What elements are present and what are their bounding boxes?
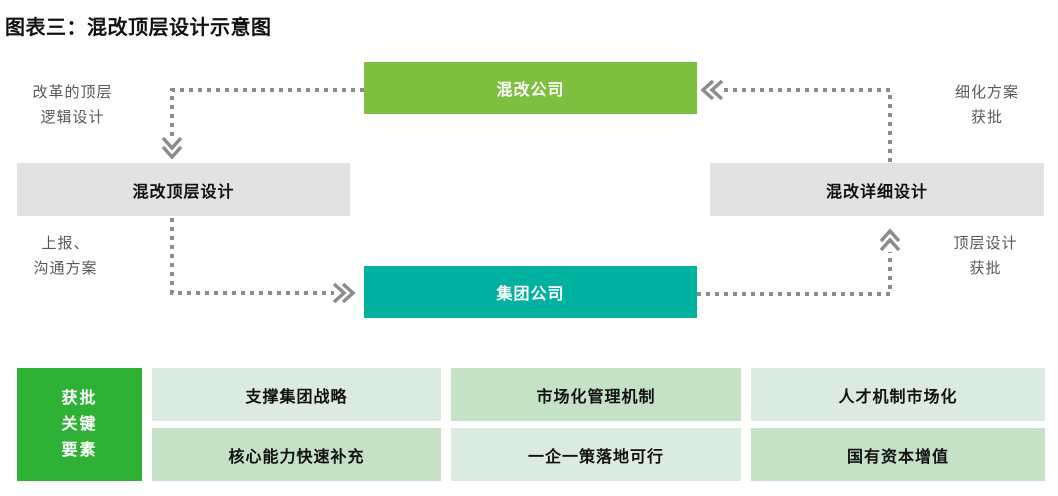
edge-label-line: 上报、 [41,235,90,252]
connector-group-to-detaildesign [697,252,892,296]
arrowhead-down-1 [161,136,183,151]
arrowhead-right-1 [332,282,347,304]
edge-label-top-left: 改革的顶层 逻辑设计 [10,80,135,130]
key-factor-cell: 支撑集团战略 [152,368,441,421]
node-top-level-design: 混改顶层设计 [17,163,350,216]
node-detailed-design: 混改详细设计 [710,163,1044,216]
arrowhead-right-2 [341,282,356,304]
edge-label-line: 获批 [969,260,1002,277]
edge-label-line: 细化方案 [954,84,1019,101]
key-factor-cell: 核心能力快速补充 [152,428,441,481]
connector-detaildesign-to-mixed [722,88,892,162]
edge-label-line: 逻辑设计 [40,109,105,126]
figure-title: 图表三：混改顶层设计示意图 [5,17,272,39]
key-factor-cell: 市场化管理机制 [451,368,741,421]
key-factor-cell: 国有资本增值 [751,428,1045,481]
arrowhead-left-1 [709,79,724,101]
edge-label-line: 改革的顶层 [32,84,113,101]
key-factors-header-line: 获批 [61,389,98,407]
arrowhead-up-1 [879,237,901,252]
edge-label-bottom-left: 上报、 沟通方案 [8,231,123,281]
edge-label-line: 顶层设计 [953,235,1018,252]
key-factor-cell: 一企一策落地可行 [451,428,741,481]
arrowhead-left-2 [700,79,715,101]
edge-label-bottom-right: 顶层设计 获批 [928,231,1043,281]
key-factors-header: 获批 关键 要素 [17,368,142,481]
arrowhead-up-2 [879,228,901,243]
node-group-company: 集团公司 [364,266,697,318]
connector-mixed-to-topdesign [170,88,364,136]
node-mixed-company: 混改公司 [364,62,697,114]
edge-label-top-right: 细化方案 获批 [928,80,1046,130]
connector-topdesign-to-group [170,218,334,295]
key-factors-header-line: 关键 [61,415,98,433]
edge-label-line: 沟通方案 [33,260,98,277]
arrowhead-down-2 [161,145,183,160]
edge-label-line: 获批 [970,109,1003,126]
key-factors-header-line: 要素 [61,441,98,459]
key-factor-cell: 人才机制市场化 [751,368,1045,421]
